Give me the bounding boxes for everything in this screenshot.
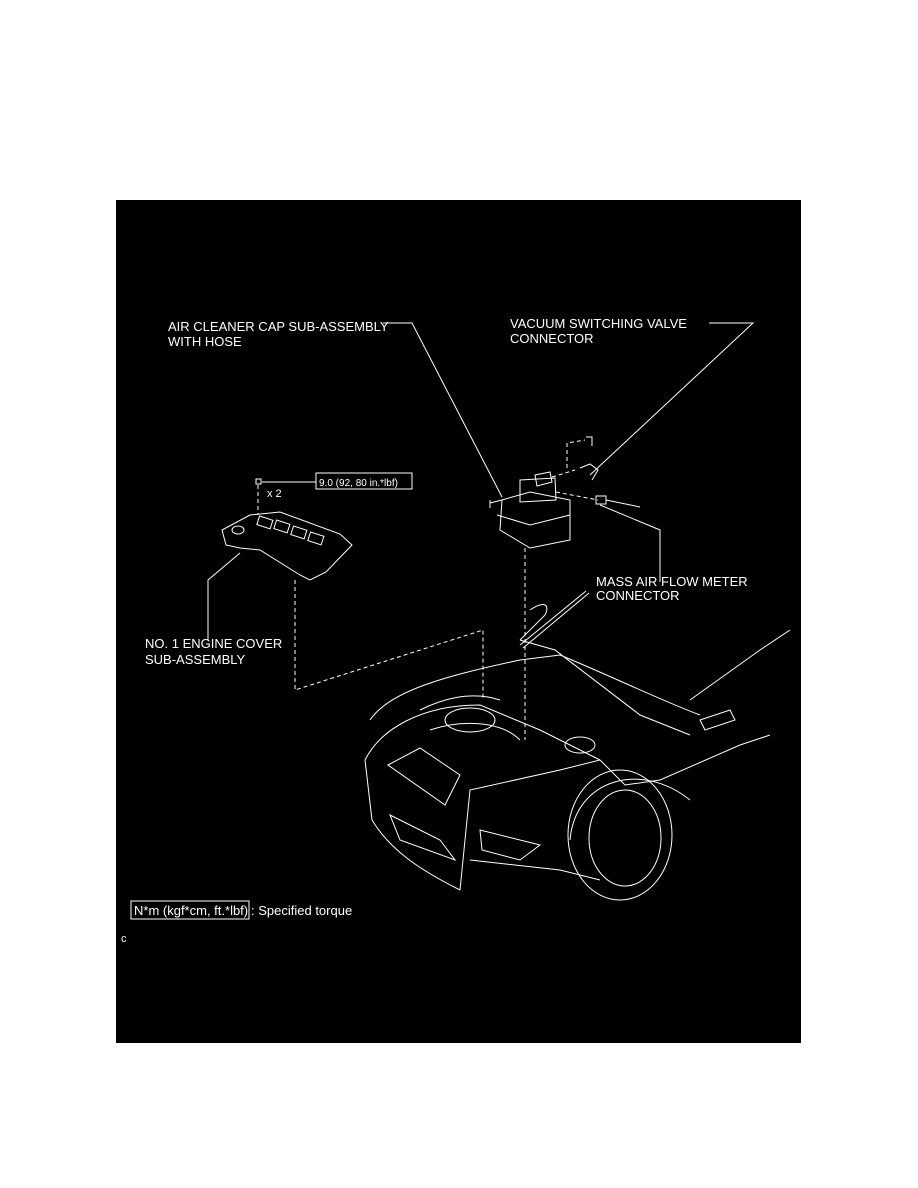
label-engine-cover-1: NO. 1 ENGINE COVER: [145, 636, 282, 651]
label-maf-connector-1: MASS AIR FLOW METER: [596, 574, 748, 589]
leader-maf: [599, 504, 661, 582]
quantity-label: x 2: [267, 488, 282, 500]
connectors-drawing: [579, 436, 641, 508]
label-air-cleaner-cap-2: WITH HOSE: [168, 334, 242, 349]
label-vsv-connector-2: CONNECTOR: [510, 331, 594, 346]
engine-cover-drawing: [221, 511, 353, 581]
legend-description: : Specified torque: [251, 903, 352, 918]
connector-dash: [551, 439, 599, 501]
corner-mark: c: [121, 933, 127, 945]
label-air-cleaner-cap-1: AIR CLEANER CAP SUB-ASSEMBLY: [168, 319, 389, 334]
label-maf-connector-2: CONNECTOR: [596, 588, 680, 603]
legend-unit: N*m (kgf*cm, ft.*lbf): [134, 903, 248, 918]
bolt-icon: [255, 478, 262, 485]
leader-engine-cover: [207, 552, 241, 640]
leader-maf-lower: [519, 590, 590, 649]
vehicle-drawing: [364, 604, 791, 901]
torque-box: [315, 472, 413, 490]
leader-air-cleaner: [383, 322, 503, 498]
torque-value: 9.0 (92, 80 in.*lbf): [319, 478, 398, 489]
label-vsv-connector-1: VACUUM SWITCHING VALVE: [510, 316, 687, 331]
leader-vsv: [589, 322, 755, 476]
label-engine-cover-2: SUB-ASSEMBLY: [145, 652, 246, 667]
air-cleaner-cap-drawing: [489, 471, 571, 549]
legend-unit-box: [130, 900, 250, 920]
